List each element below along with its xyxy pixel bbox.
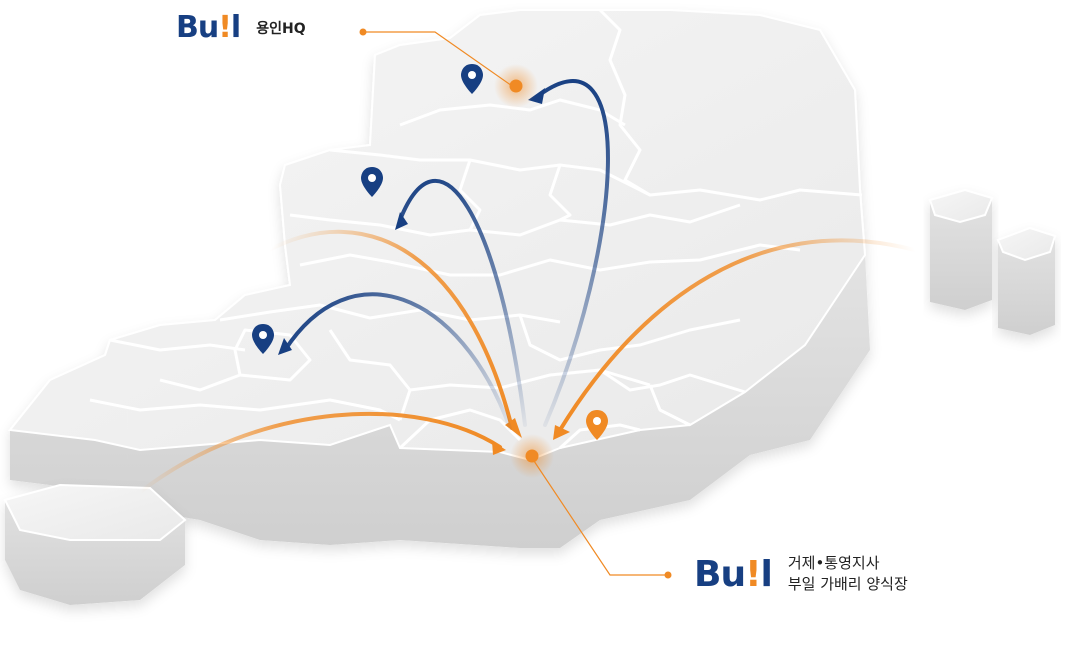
island-block-east-2 xyxy=(996,226,1057,335)
location-pin-icon-southwest xyxy=(252,324,274,354)
location-pin-icon-southeast xyxy=(586,410,608,440)
province-borders xyxy=(89,8,863,450)
arrowhead-orange-3 xyxy=(553,425,570,440)
branch-site: 부일 가배리 양식장 xyxy=(787,575,908,593)
buil-logo: Bu!l xyxy=(694,553,773,595)
inbound-route-arcs xyxy=(138,229,917,494)
outbound-route-arcs xyxy=(283,79,610,430)
buil-logo: Bu!l xyxy=(176,10,241,45)
route-arc-west-to-branch xyxy=(138,411,502,494)
route-arc-northwest-to-branch xyxy=(263,229,514,430)
branch-marker xyxy=(510,434,554,478)
hq-brand-label: Bu!l 용인HQ xyxy=(176,10,306,45)
branch-leader-line xyxy=(531,457,672,579)
hq-location-label: 용인HQ xyxy=(256,20,306,37)
route-arc-east-to-branch xyxy=(558,238,917,432)
route-arc-branch-to-west-central xyxy=(398,179,527,427)
location-pin-icon-central xyxy=(361,167,383,197)
branch-location-label: 거제•통영지사 부일 가배리 양식장 xyxy=(788,553,908,595)
arrowhead-blue-2 xyxy=(395,212,408,230)
peninsula-side xyxy=(10,255,870,548)
hq-leader-line xyxy=(359,28,516,89)
island-block-east-1 xyxy=(928,188,994,310)
location-pin-icon-north xyxy=(461,64,483,94)
arrowhead-orange-2 xyxy=(492,441,506,455)
branch-name: 거제•통영지사 xyxy=(787,554,880,572)
route-arc-branch-to-hq xyxy=(536,79,610,427)
hq-marker xyxy=(494,64,538,108)
branch-brand-label: Bu!l 거제•통영지사 부일 가배리 양식장 xyxy=(694,553,908,595)
island-block-southwest xyxy=(3,483,187,605)
arrowhead-blue-3 xyxy=(278,338,292,355)
route-arc-branch-to-southwest xyxy=(283,292,512,430)
